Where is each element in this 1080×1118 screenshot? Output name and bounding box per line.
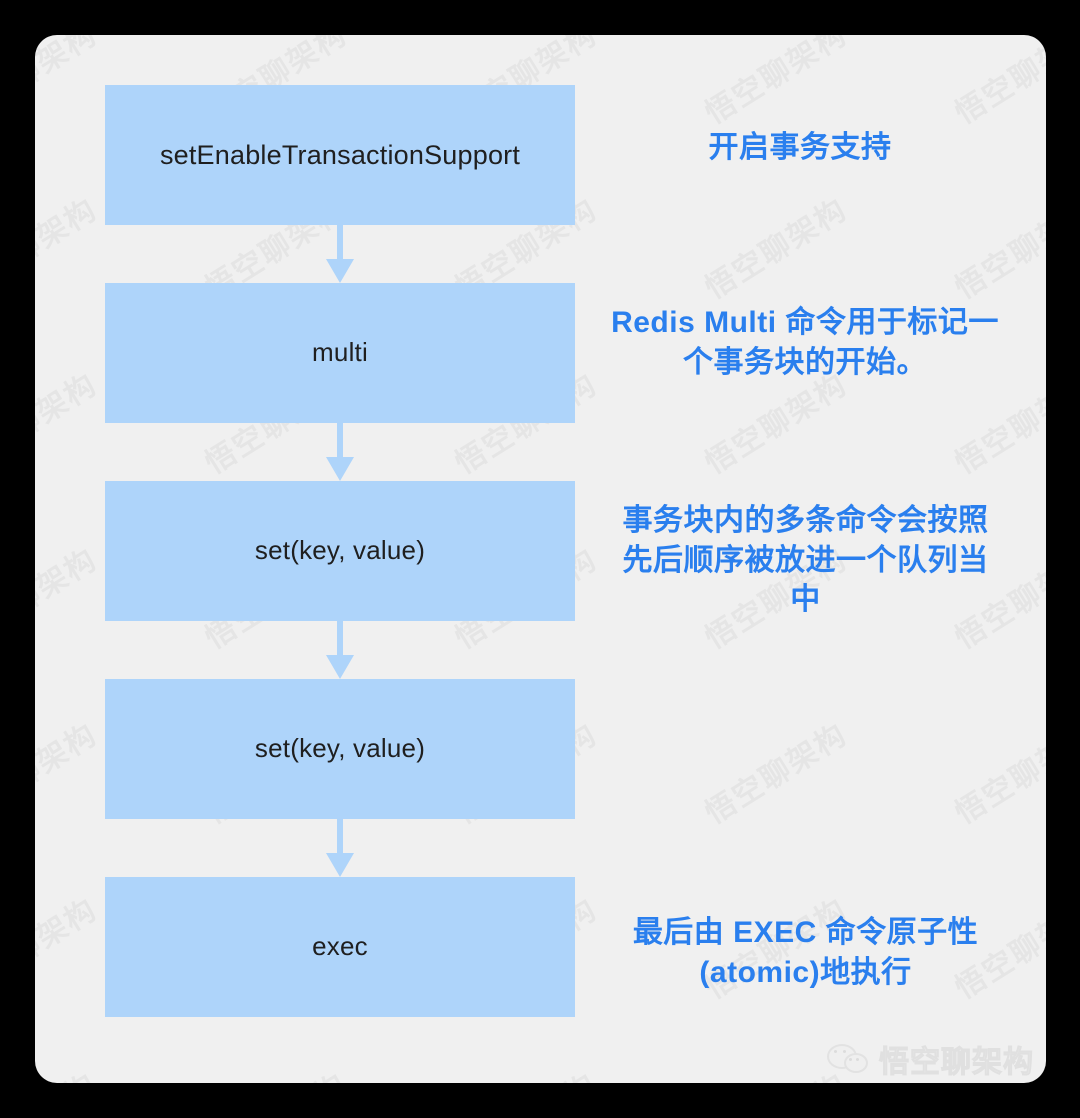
flow-node-label: setEnableTransactionSupport [159, 139, 521, 170]
arrow-head-icon [326, 259, 354, 283]
arrow-head-icon [326, 655, 354, 679]
flow-node-multi[interactable]: multi [105, 283, 575, 423]
flow-node-exec[interactable]: exec [105, 877, 575, 1017]
watermark-text: 悟空聊架构 [695, 35, 854, 132]
watermark-text: 悟空聊架构 [35, 1060, 104, 1083]
annotation-queue: 事务块内的多条命令会按照先后顺序被放进一个队列当中 [622, 504, 989, 617]
flow-node-label: set(key, value) [254, 733, 426, 764]
flow-arrow-2 [326, 423, 354, 481]
flow-node-set-1[interactable]: set(key, value) [105, 481, 575, 621]
watermark-text: 悟空聊架构 [195, 1060, 354, 1083]
flow-arrow-1 [326, 225, 354, 283]
arrow-head-icon [326, 853, 354, 877]
annotation-multi: Redis Multi 命令用于标记一个事务块的开始。 [611, 306, 999, 379]
watermark-text: 悟空聊架构 [945, 185, 1046, 307]
flow-node-label: set(key, value) [254, 535, 426, 566]
watermark-text: 悟空聊架构 [445, 1060, 604, 1083]
wechat-icon [827, 1042, 871, 1076]
annotation-enable-transaction-support: 开启事务支持 [708, 131, 892, 164]
flow-node-set-2[interactable]: set(key, value) [105, 679, 575, 819]
watermark-text: 悟空聊架构 [695, 185, 854, 307]
brand-name: 悟空聊架构 [879, 1046, 1034, 1080]
diagram-card: 悟空聊架构悟空聊架构悟空聊架构悟空聊架构悟空聊架构悟空聊架构悟空聊架构悟空聊架构… [35, 35, 1046, 1083]
flow-arrow-4 [326, 819, 354, 877]
annotation-exec: 最后由 EXEC 命令原子性(atomic)地执行 [632, 916, 979, 989]
flow-node-label: multi [312, 337, 368, 368]
watermark-text: 悟空聊架构 [35, 185, 104, 307]
flow-node-label: exec [312, 931, 368, 962]
arrow-stem [337, 819, 343, 853]
wechat-eye-dot [849, 1058, 852, 1061]
flow-node-setenabletransactionsupport[interactable]: setEnableTransactionSupport [105, 85, 575, 225]
watermark-text: 悟空聊架构 [695, 710, 854, 832]
watermark-text: 悟空聊架构 [35, 710, 104, 832]
wechat-bubble-small [844, 1053, 868, 1073]
arrow-stem [337, 621, 343, 655]
watermark-text: 悟空聊架构 [945, 35, 1046, 132]
wechat-eye-dot [834, 1050, 837, 1053]
wechat-eye-dot [856, 1058, 859, 1061]
watermark-text: 悟空聊架构 [35, 360, 104, 482]
arrow-head-icon [326, 457, 354, 481]
wechat-eye-dot [843, 1050, 846, 1053]
watermark-text: 悟空聊架构 [35, 535, 104, 657]
watermark-text: 悟空聊架构 [35, 885, 104, 1007]
brand-footer: 悟空聊架构 [827, 1037, 1034, 1081]
watermark-text: 悟空聊架构 [945, 710, 1046, 832]
arrow-stem [337, 423, 343, 457]
watermark-text: 悟空聊架构 [35, 35, 104, 132]
arrow-stem [337, 225, 343, 259]
flow-arrow-3 [326, 621, 354, 679]
